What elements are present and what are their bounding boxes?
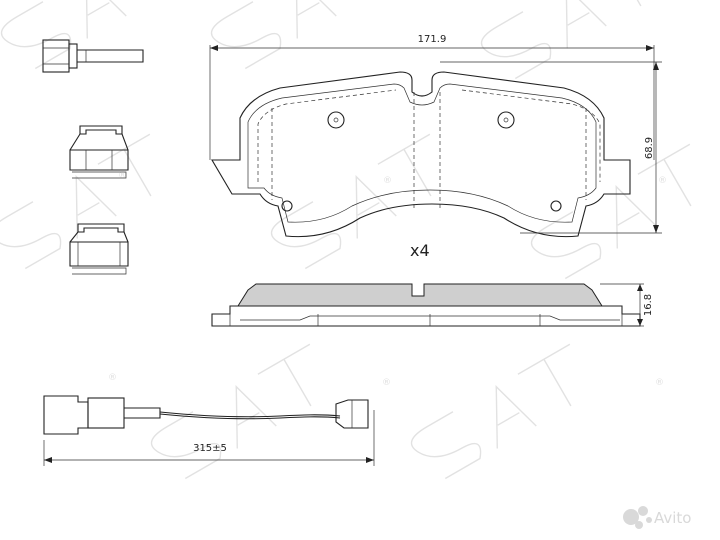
bolt-drawing xyxy=(42,39,144,73)
thickness-dimension-label: 16.8 xyxy=(643,294,654,316)
watermark-logo xyxy=(0,0,127,70)
watermark-logo xyxy=(150,343,312,480)
clip-drawing xyxy=(69,125,129,179)
watermark-registered: ® xyxy=(655,378,664,388)
wear-sensor-drawing: 315±5 xyxy=(43,395,375,466)
watermark-layer: ® ® ® ® ® ® xyxy=(0,0,692,480)
clip-drawing xyxy=(69,223,129,275)
wire-length-label: 315±5 xyxy=(193,443,227,454)
brake-pad-front-view xyxy=(211,71,631,238)
thickness-dimension: 16.8 xyxy=(600,283,654,327)
avito-badge: Avito xyxy=(623,506,692,529)
watermark-registered: ® xyxy=(108,373,117,383)
watermark-logo xyxy=(480,0,642,80)
watermark-logo xyxy=(210,0,337,70)
watermark-logo xyxy=(270,133,432,270)
watermark-registered: ® xyxy=(658,176,667,186)
width-dimension: 171.9 xyxy=(209,34,655,160)
quantity-label: x4 xyxy=(410,241,430,260)
watermark-logo xyxy=(0,133,152,270)
brake-pad-side-view xyxy=(211,283,641,327)
height-dimension-label: 68.9 xyxy=(644,137,655,159)
watermark-registered: ® xyxy=(118,171,127,181)
avito-logo-text: Avito xyxy=(654,509,692,527)
watermark-registered: ® xyxy=(382,378,391,388)
height-dimension: 68.9 xyxy=(440,61,662,234)
width-dimension-label: 171.9 xyxy=(418,34,447,45)
watermark-registered: ® xyxy=(383,176,392,186)
watermark-logo xyxy=(530,143,692,280)
watermark-logo xyxy=(410,343,572,480)
